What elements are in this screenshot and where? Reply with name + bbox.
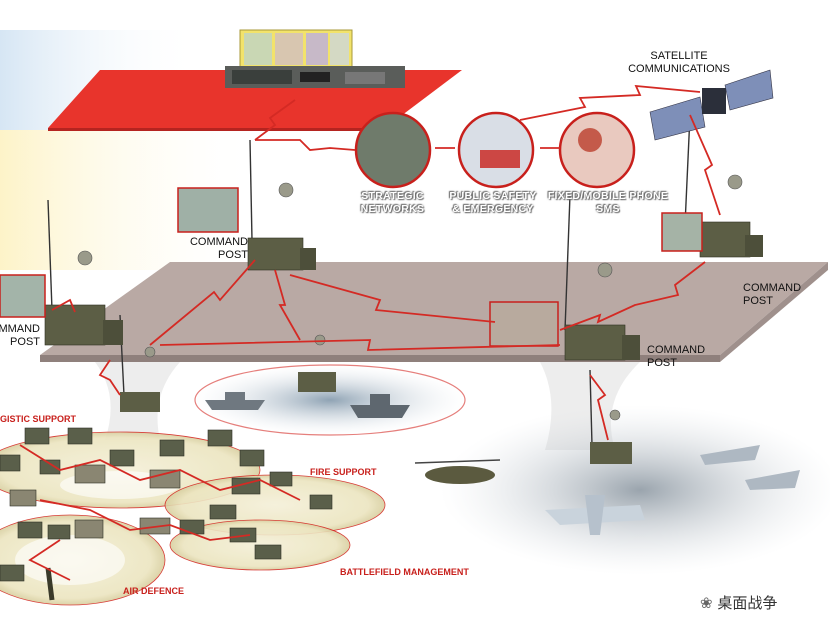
cp-left-line2: POST [10,336,40,348]
strategic-label-line2: NETWORKS [360,203,425,215]
ship-2 [350,405,410,418]
cp-right-line2: POST [743,295,773,307]
fire-support-label: FIRE SUPPORT [310,467,377,477]
watermark-text: 桌面战争 [717,594,778,612]
field-platform [40,262,828,355]
command-post-right-label: COMMAND POST [743,282,801,308]
public-safety-label: PUBLIC SAFETY & EMERGENCY [438,190,548,216]
command-post-top-label: COMMAND POST [180,236,248,262]
public-safety-label-line1: PUBLIC SAFETY [449,190,537,202]
air-defence-label: AIR DEFENCE [123,586,185,596]
satellite-label: SATELLITE COMMUNICATIONS [614,50,744,76]
fighter-jet-1 [700,445,760,465]
fighter-jet-2 [745,470,800,490]
command-post-left-label: COMMAND POST [0,323,40,349]
logistic-support-label: GISTIC SUPPORT [0,414,77,424]
helicopter [425,466,495,484]
strategic-networks-photo [354,111,432,189]
operator-insets [0,187,703,347]
ship-1 [205,400,265,410]
cp-top-line2: POST [218,249,248,261]
phone-label-line2: SMS [596,203,620,215]
wechat-icon: ❀ [700,594,713,612]
cp-mid-line1: COMMAND [647,344,706,356]
command-post-mid-label: COMMAND POST [647,344,705,370]
satellite-label-line2: COMMUNICATIONS [628,63,730,75]
watermark: ❀ 桌面战争 [700,592,777,613]
strategic-label-line1: STRATEGIC [361,190,424,202]
cp-mid-line2: POST [647,357,677,369]
cp-top-line1: COMMAND [189,236,248,248]
phone-label-line1: FIXED/MOBILE PHONE [547,190,669,202]
strategic-networks-label: STRATEGIC NETWORKS [345,190,440,216]
air-zone [440,405,830,575]
cp-right-line1: COMMAND [743,282,802,294]
soldier [45,567,55,601]
comm-links [19,84,721,581]
dish-antennas [77,174,743,421]
phone-sms-photo [558,111,636,189]
cp-left-line1: COMMAND [0,323,40,335]
satellite [649,69,774,141]
phone-sms-label: FIXED/MOBILE PHONE SMS [538,190,678,216]
battlefield-management-label: BATTLEFIELD MANAGEMENT [340,567,469,577]
public-safety-label-line2: & EMERGENCY [452,203,534,215]
satellite-label-line1: SATELLITE [650,50,708,62]
